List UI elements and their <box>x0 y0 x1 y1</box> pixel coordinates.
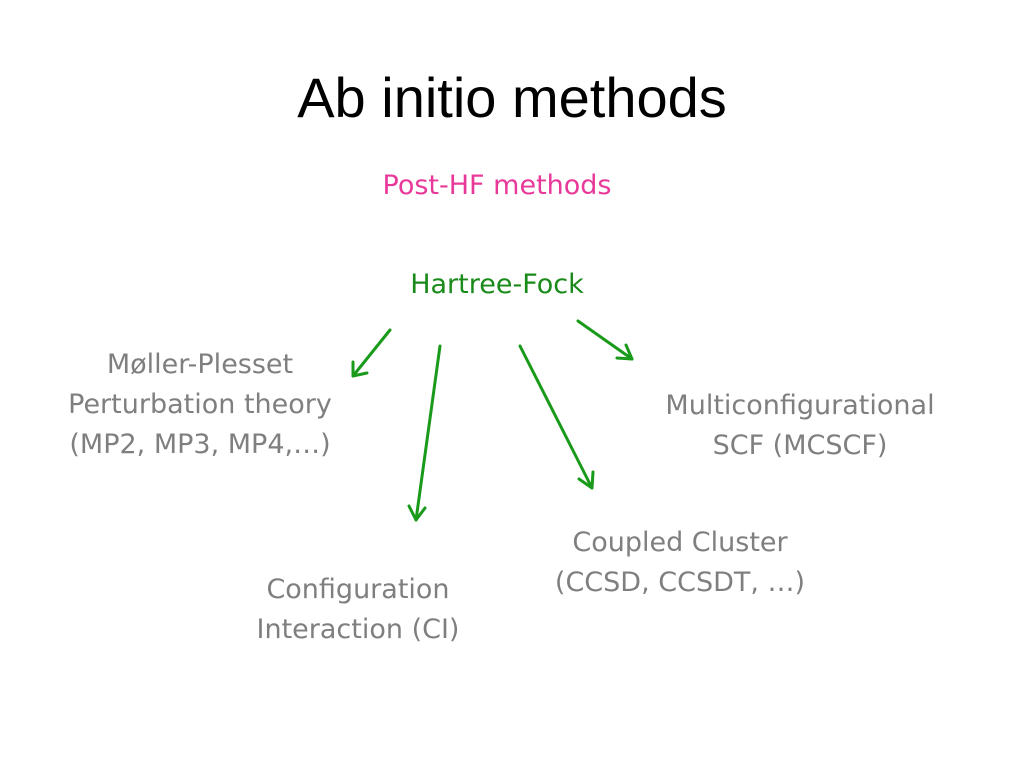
coupled-cluster-node: Coupled Cluster (CCSD, CCSDT, …) <box>500 523 860 603</box>
slide-title: Ab initio methods <box>297 66 727 129</box>
hartree-fock-node: Hartree-Fock <box>410 269 584 300</box>
arrow-to-coupled-cluster <box>518 344 595 490</box>
arrow-to-configuration-interaction <box>407 344 442 522</box>
coupled-cluster-line-2: (CCSD, CCSDT, …) <box>554 567 806 598</box>
configuration-interaction-line-2: Interaction (CI) <box>256 614 460 645</box>
mcscf-line-1: Multiconfigurational <box>665 390 935 421</box>
configuration-interaction-line-1: Configuration <box>266 574 450 605</box>
configuration-interaction-node: Configuration Interaction (CI) <box>198 570 518 650</box>
moller-plesset-line-1: Møller-Plesset <box>106 349 294 380</box>
coupled-cluster-line-1: Coupled Cluster <box>572 527 788 558</box>
mcscf-node: Multiconfigurational SCF (MCSCF) <box>630 386 970 466</box>
arrow-to-mcscf <box>576 319 634 361</box>
moller-plesset-line-3: (MP2, MP3, MP4,…) <box>69 429 331 460</box>
arrow-to-moller-plesset <box>351 328 392 378</box>
moller-plesset-node: Møller-Plesset Perturbation theory (MP2,… <box>30 345 370 465</box>
mcscf-line-2: SCF (MCSCF) <box>712 430 888 461</box>
moller-plesset-line-2: Perturbation theory <box>68 389 332 420</box>
post-hf-subtitle: Post-HF methods <box>382 170 612 201</box>
